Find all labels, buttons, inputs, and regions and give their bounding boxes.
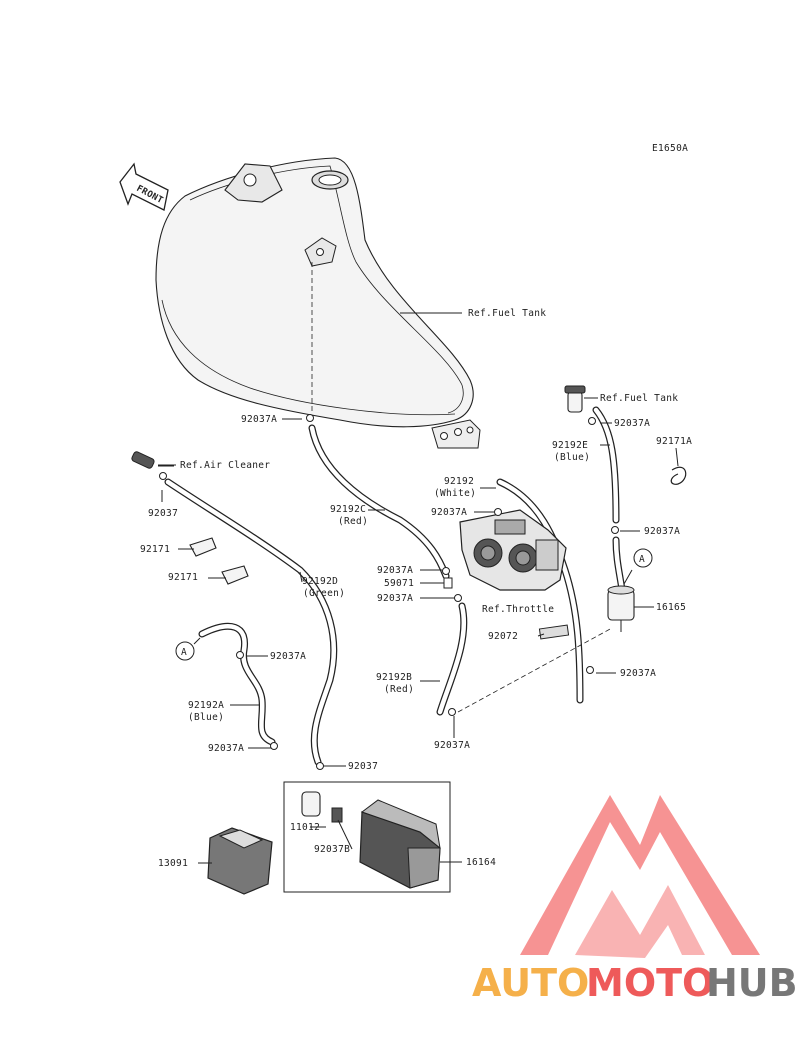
callout-92171A: 92171A	[656, 436, 692, 447]
callout-92037A-left: 92037A	[270, 651, 306, 662]
marker-a-right-label: A	[639, 554, 645, 565]
fuel-filter-16165	[607, 585, 635, 632]
ref-fuel-tank-side-label: Ref.Fuel Tank	[600, 393, 678, 404]
wordmark-moto: MOTO	[586, 961, 714, 1005]
hose-92192A	[198, 622, 276, 746]
callout-59071: 59071	[384, 578, 414, 589]
fuel-tank-valve	[564, 385, 596, 413]
callout-92192D-color: (Green)	[303, 588, 345, 599]
leader-lines	[158, 312, 679, 864]
callout-92037B: 92037B	[314, 844, 350, 855]
canister-group-box	[283, 781, 451, 893]
wordmark-hub: HUB	[706, 961, 798, 1005]
callout-92192C: 92192C	[330, 504, 366, 515]
callout-92037A-side-mid: 92037A	[644, 526, 680, 537]
hose-92192D	[164, 478, 338, 766]
callout-92192A-color: (Blue)	[188, 712, 224, 723]
bracket-13091	[207, 827, 273, 895]
automotohub-logo-icon	[520, 795, 760, 958]
hose-92192-white	[496, 478, 584, 704]
callout-92037-low: 92037	[348, 761, 378, 772]
hose-92192C	[308, 424, 450, 580]
fuel-tank-illustration	[155, 157, 481, 449]
hose-clamps	[159, 414, 619, 770]
callout-92037A-right-low: 92037A	[620, 668, 656, 679]
callout-92037A-low: 92037A	[208, 743, 244, 754]
callout-16164: 16164	[466, 857, 496, 868]
hose-92192B	[436, 602, 468, 716]
callout-92072: 92072	[488, 631, 518, 642]
callout-92192E: 92192E	[552, 440, 588, 451]
callout-11012: 11012	[290, 822, 320, 833]
marker-a-left: A	[175, 641, 195, 661]
callout-92192B: 92192B	[376, 672, 412, 683]
clip-92171A	[670, 466, 687, 485]
callout-92192-color: (White)	[434, 488, 476, 499]
callout-13091: 13091	[158, 858, 188, 869]
callout-92037A-tank: 92037A	[241, 414, 277, 425]
clip-92171-lower	[221, 565, 249, 585]
callout-92171-upper: 92171	[140, 544, 170, 555]
callout-92037: 92037	[148, 508, 178, 519]
cap-11012	[301, 791, 321, 817]
callout-92171-lower: 92171	[168, 572, 198, 583]
ref-fuel-tank-main-label: Ref.Fuel Tank	[468, 308, 546, 319]
diagram-code: E1650A	[652, 143, 688, 154]
canister-16164	[359, 799, 441, 889]
clip-92171-upper	[189, 537, 217, 557]
air-cleaner-fitting	[131, 451, 174, 469]
callout-92192: 92192	[444, 476, 474, 487]
callout-92037A-side-top: 92037A	[614, 418, 650, 429]
callout-92037A-c1: 92037A	[377, 565, 413, 576]
ref-air-cleaner-label: Ref.Air Cleaner	[180, 460, 270, 471]
ref-throttle-label: Ref.Throttle	[482, 604, 554, 615]
throttle-body	[459, 509, 567, 591]
marker-a-right: A	[633, 548, 653, 568]
band-92072	[538, 624, 570, 640]
callout-16165: 16165	[656, 602, 686, 613]
callout-92192D: 92192D	[302, 576, 338, 587]
callout-92192C-color: (Red)	[338, 516, 368, 527]
hose-92192E	[592, 406, 620, 524]
callout-92192E-color: (Blue)	[554, 452, 590, 463]
front-arrow-icon: FRONT	[119, 162, 169, 211]
wordmark-auto: AUTO	[472, 961, 589, 1005]
marker-a-left-label: A	[181, 647, 187, 658]
callout-92037A-bottom: 92037A	[434, 740, 470, 751]
callout-92037A-throttle: 92037A	[431, 507, 467, 518]
callout-92037A-c2: 92037A	[377, 593, 413, 604]
clip-92037B	[331, 807, 343, 823]
automotohub-wordmark: AUTO MOTO HUB	[472, 961, 798, 1005]
callout-92192B-color: (Red)	[384, 684, 414, 695]
callout-92192A: 92192A	[188, 700, 224, 711]
hose-fuel-filter-out	[612, 536, 626, 594]
